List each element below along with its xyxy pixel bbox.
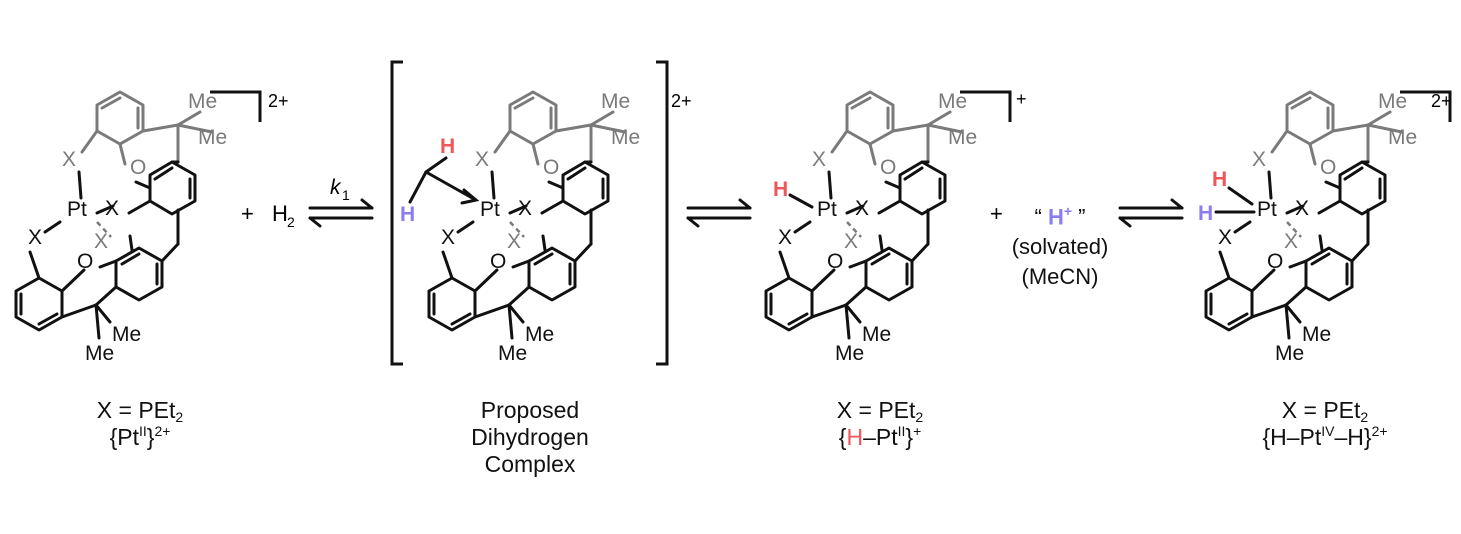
- pt-h-bond: [788, 193, 814, 209]
- proton-block: “ H+ ” (solvated) (MeCN): [1000, 196, 1120, 292]
- plus-sign: +: [241, 201, 254, 226]
- complex-2-structure: [427, 88, 642, 367]
- charge-4: 2+: [1431, 91, 1452, 111]
- h2-subscript: 2: [287, 214, 295, 230]
- hydrogen-atom-red: H: [1212, 168, 1227, 191]
- hydrogen-atom-red: H: [773, 178, 788, 201]
- h2-label: H: [272, 201, 288, 226]
- hydrogen-atom-blue: H: [1198, 202, 1213, 225]
- rate-constant: k: [330, 176, 342, 199]
- pt-h-bonds: [1214, 186, 1256, 214]
- hydrogen-atom-blue: H: [400, 203, 415, 226]
- proton-label: “ H+ ”: [1034, 203, 1086, 230]
- charge-bracket-3: [960, 90, 1012, 122]
- proton-h: H: [1047, 204, 1064, 230]
- hydrogen-atom-red: H: [440, 135, 455, 158]
- proton-charge: +: [1063, 203, 1073, 219]
- equilibrium-arrow-1: [308, 198, 374, 228]
- square-bracket-right: [656, 60, 669, 366]
- charge-2: 2+: [671, 91, 692, 111]
- complex-1-label: X = PEt2 {PtII}2+: [96, 397, 184, 450]
- complex-4-structure: [1204, 88, 1419, 367]
- equilibrium-arrow-2: [686, 198, 752, 228]
- complex-3-label: X = PEt2 {H–PtII}+: [836, 397, 924, 450]
- charge-1: 2+: [268, 91, 289, 111]
- rate-constant-subscript: 1: [342, 187, 350, 203]
- square-bracket-left: [390, 60, 403, 366]
- equilibrium-arrow-3: [1118, 198, 1184, 228]
- complex-3-structure: [764, 88, 979, 367]
- complex-4-label: X = PEt2 {H–PtIV–H}2+: [1262, 397, 1388, 450]
- dihydrogen-bond: [408, 156, 480, 205]
- charge-3: +: [1016, 89, 1027, 109]
- charge-bracket-4: [1400, 90, 1452, 122]
- complex-2-label: Proposed Dihydrogen Complex: [471, 397, 589, 477]
- plus-sign-2: +: [990, 201, 1003, 226]
- complex-1-structure: [14, 88, 229, 367]
- solvent-label: (MeCN): [1021, 264, 1099, 290]
- solvated-label: (solvated): [1011, 234, 1109, 260]
- charge-bracket-1: [210, 90, 262, 122]
